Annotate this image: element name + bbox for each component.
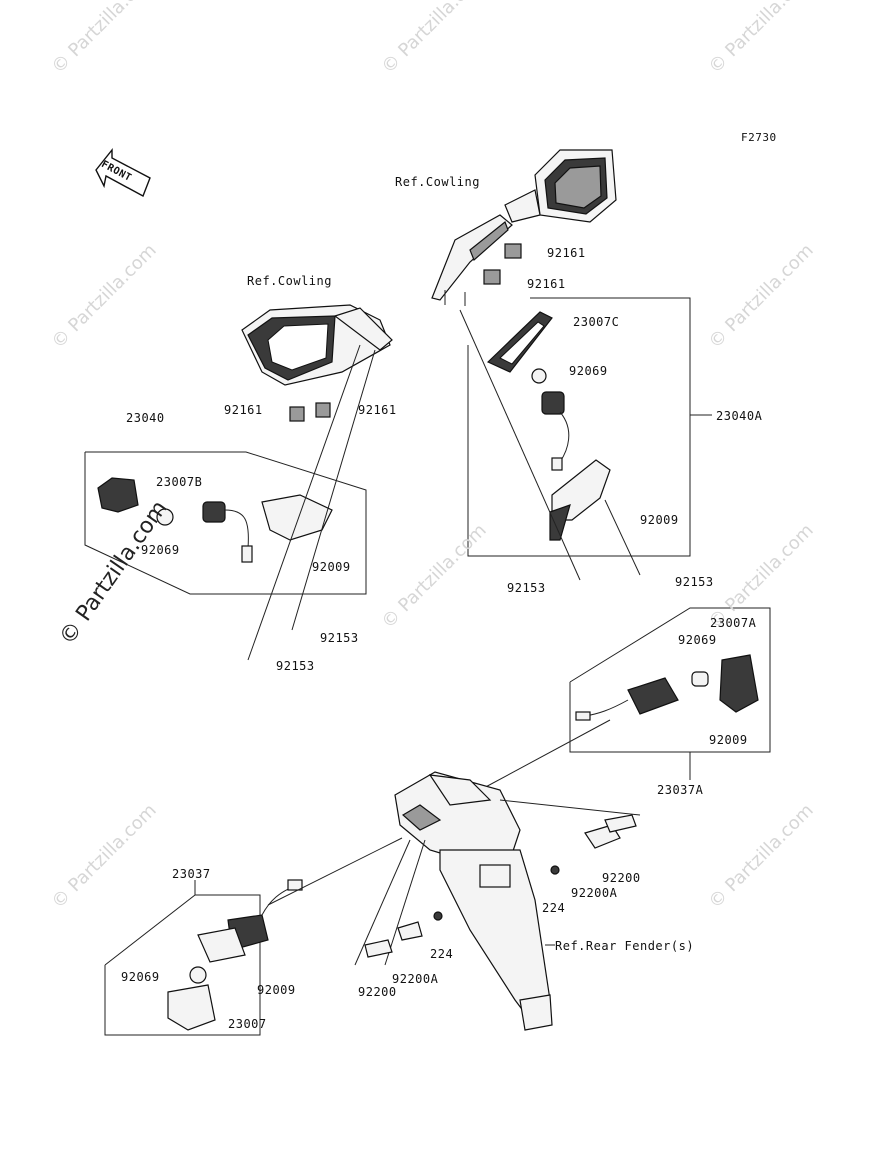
socket-left — [202, 501, 253, 563]
label-part: 92009 — [640, 513, 679, 527]
label-part: 92009 — [709, 733, 748, 747]
label-ref-cowling: Ref.Cowling — [395, 175, 480, 189]
label-part: 23007B — [156, 475, 203, 489]
lens-23007A — [719, 654, 759, 713]
label-part: 23007A — [710, 616, 757, 630]
bulb-92069-right — [531, 368, 547, 384]
rubber-pad-right-2 — [483, 269, 501, 285]
label-part: 92153 — [507, 581, 546, 595]
bracket-23037 — [104, 880, 261, 1036]
bolt-224-center — [433, 911, 443, 921]
bulb-92069-rear-right — [691, 671, 709, 687]
rear-fender-bracket — [394, 771, 553, 1031]
label-part: 92069 — [569, 364, 608, 378]
label-part: 92200A — [392, 972, 439, 986]
bracket-23040 — [84, 451, 367, 595]
label-part: 92153 — [276, 659, 315, 673]
label-part: 92009 — [257, 983, 296, 997]
bracket-23037A — [569, 607, 771, 753]
label-part: 23040A — [716, 409, 763, 423]
lens-23007 — [167, 984, 216, 1031]
label-part: 92009 — [312, 560, 351, 574]
socket-rear-left — [197, 879, 303, 963]
label-part: 92200A — [571, 886, 618, 900]
label-part: 23037 — [172, 867, 211, 881]
plate-92200-center — [364, 939, 393, 958]
diagram-code: F2730 — [741, 131, 777, 144]
label-part: 224 — [430, 947, 454, 961]
label-part: 92200 — [602, 871, 641, 885]
label-part: 23007 — [228, 1017, 267, 1031]
label-part: 92161 — [224, 403, 263, 417]
label-ref-cowling: Ref.Cowling — [247, 274, 332, 288]
rubber-pad-left-2 — [315, 402, 331, 418]
plate-92200-right — [604, 814, 637, 833]
label-part: 23040 — [126, 411, 165, 425]
label-part: 92161 — [358, 403, 397, 417]
label-part: 92161 — [527, 277, 566, 291]
label-part: 23007C — [573, 315, 620, 329]
socket-right — [541, 391, 570, 471]
bulb-92069-rear-left — [189, 966, 207, 984]
label-part: 92069 — [141, 543, 180, 557]
lens-23007B — [97, 477, 139, 513]
label-part: 92069 — [121, 970, 160, 984]
plate-92200A-center — [397, 921, 423, 941]
label-part: 92200 — [358, 985, 397, 999]
label-part: 23037A — [657, 783, 704, 797]
label-part: 92153 — [675, 575, 714, 589]
label-part: 224 — [542, 901, 566, 915]
label-part: 92069 — [678, 633, 717, 647]
bracket-23040A — [467, 297, 691, 557]
socket-rear-right — [575, 677, 679, 721]
rubber-pad-right-1 — [504, 243, 522, 259]
rubber-pad-left-1 — [289, 406, 305, 422]
housing-left — [261, 494, 333, 541]
left-mirror-assembly — [241, 304, 393, 386]
label-ref-rear-fender: Ref.Rear Fender(s) — [555, 939, 695, 953]
bolt-224-right — [550, 865, 560, 875]
label-part: 92161 — [547, 246, 586, 260]
front-arrow-icon — [95, 148, 151, 197]
right-mirror-assembly — [431, 149, 617, 306]
label-part: 92153 — [320, 631, 359, 645]
bulb-92069-left — [156, 508, 174, 526]
